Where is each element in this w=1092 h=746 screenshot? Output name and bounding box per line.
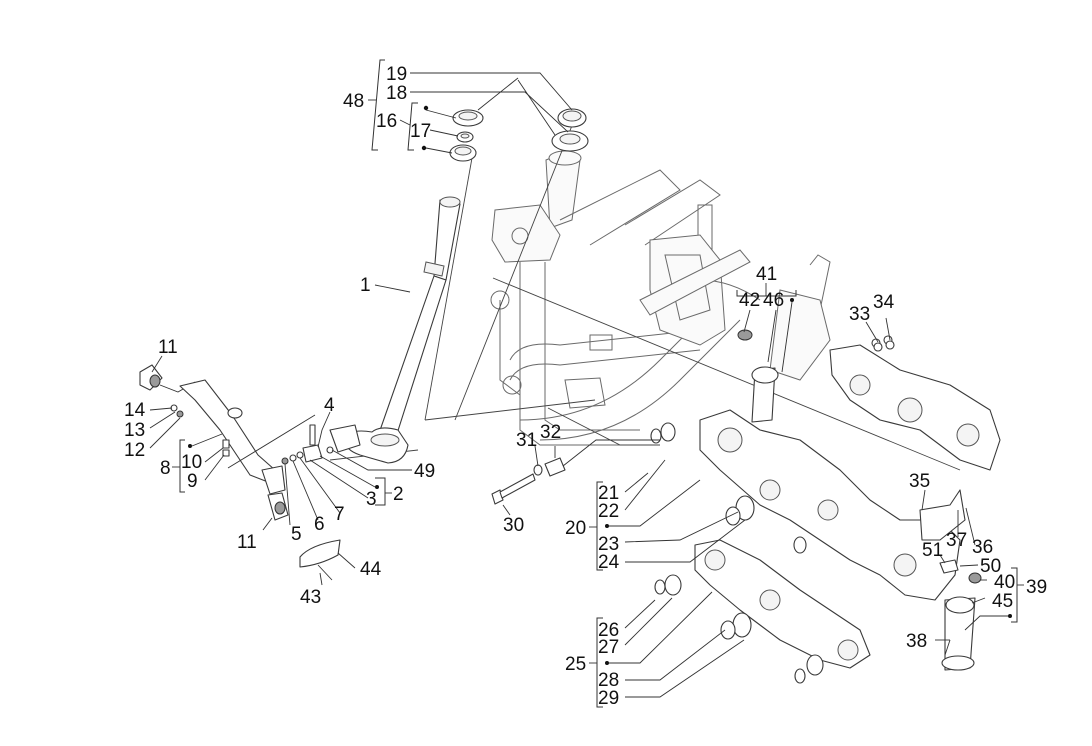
callout-49: 49 [414, 461, 435, 482]
steering-bearing-set [449, 108, 589, 162]
callout-24: 24 [598, 552, 620, 573]
callout-44: 44 [360, 559, 382, 580]
callout-25: 25 [565, 654, 586, 675]
callout-41: 41 [756, 264, 777, 285]
assembly-guide-lines [329, 117, 961, 471]
callout-18: 18 [386, 83, 407, 104]
callout-43: 43 [300, 587, 321, 608]
callout-2: 2 [393, 484, 404, 505]
callout-35: 35 [909, 471, 930, 492]
callout-17: 17 [410, 121, 431, 142]
callout-45: 45 [992, 591, 1013, 612]
callout-11-upper: 11 [158, 337, 178, 358]
callout-39: 39 [1026, 577, 1047, 598]
chassis-frame [490, 149, 831, 446]
callout-38: 38 [906, 631, 927, 652]
callout-37: 37 [946, 530, 967, 551]
steering-column [329, 196, 461, 464]
callout-27: 27 [598, 637, 619, 658]
linkage-assembly [139, 364, 341, 581]
callout-42: 42 [739, 290, 760, 311]
callout-14: 14 [124, 400, 146, 421]
callout-26: 26 [598, 620, 619, 641]
callout-29: 29 [598, 688, 619, 709]
callout-31: 31 [516, 430, 537, 451]
callout-5: 5 [291, 524, 302, 545]
callout-3: 3 [366, 489, 377, 510]
callout-6: 6 [314, 514, 325, 535]
callout-21: 21 [598, 483, 619, 504]
callout-1: 1 [360, 275, 371, 296]
callout-19: 19 [386, 64, 407, 85]
callout-40: 40 [994, 572, 1015, 593]
swing-arm-upper [650, 409, 961, 601]
callout-12: 12 [124, 440, 145, 461]
callout-7: 7 [334, 504, 345, 525]
callout-48: 48 [343, 91, 364, 112]
callout-20: 20 [565, 518, 586, 539]
callout-51: 51 [922, 540, 943, 561]
callout-22: 22 [598, 501, 619, 522]
pivot-columns [737, 329, 982, 671]
callout-9: 9 [187, 471, 198, 492]
swing-arm-lower [654, 495, 871, 684]
callout-34: 34 [873, 292, 895, 313]
callout-16: 16 [376, 111, 397, 132]
callout-11-lower: 11 [237, 532, 257, 553]
leader-lines [149, 59, 1024, 708]
callout-labels: 48 19 18 16 17 1 11 14 13 12 8 10 9 4 49… [124, 64, 1047, 709]
callout-32: 32 [540, 422, 561, 443]
callout-13: 13 [124, 420, 145, 441]
swing-arm-rear [829, 335, 1001, 471]
callout-10: 10 [181, 452, 202, 473]
callout-30: 30 [503, 515, 524, 536]
callout-33: 33 [849, 304, 870, 325]
pivot-bolt-set [491, 457, 566, 505]
callout-36: 36 [972, 537, 993, 558]
callout-50: 50 [980, 556, 1001, 577]
callout-46: 46 [763, 290, 784, 311]
callout-8: 8 [160, 458, 171, 479]
callout-28: 28 [598, 670, 619, 691]
callout-4: 4 [324, 395, 335, 416]
callout-23: 23 [598, 534, 619, 555]
